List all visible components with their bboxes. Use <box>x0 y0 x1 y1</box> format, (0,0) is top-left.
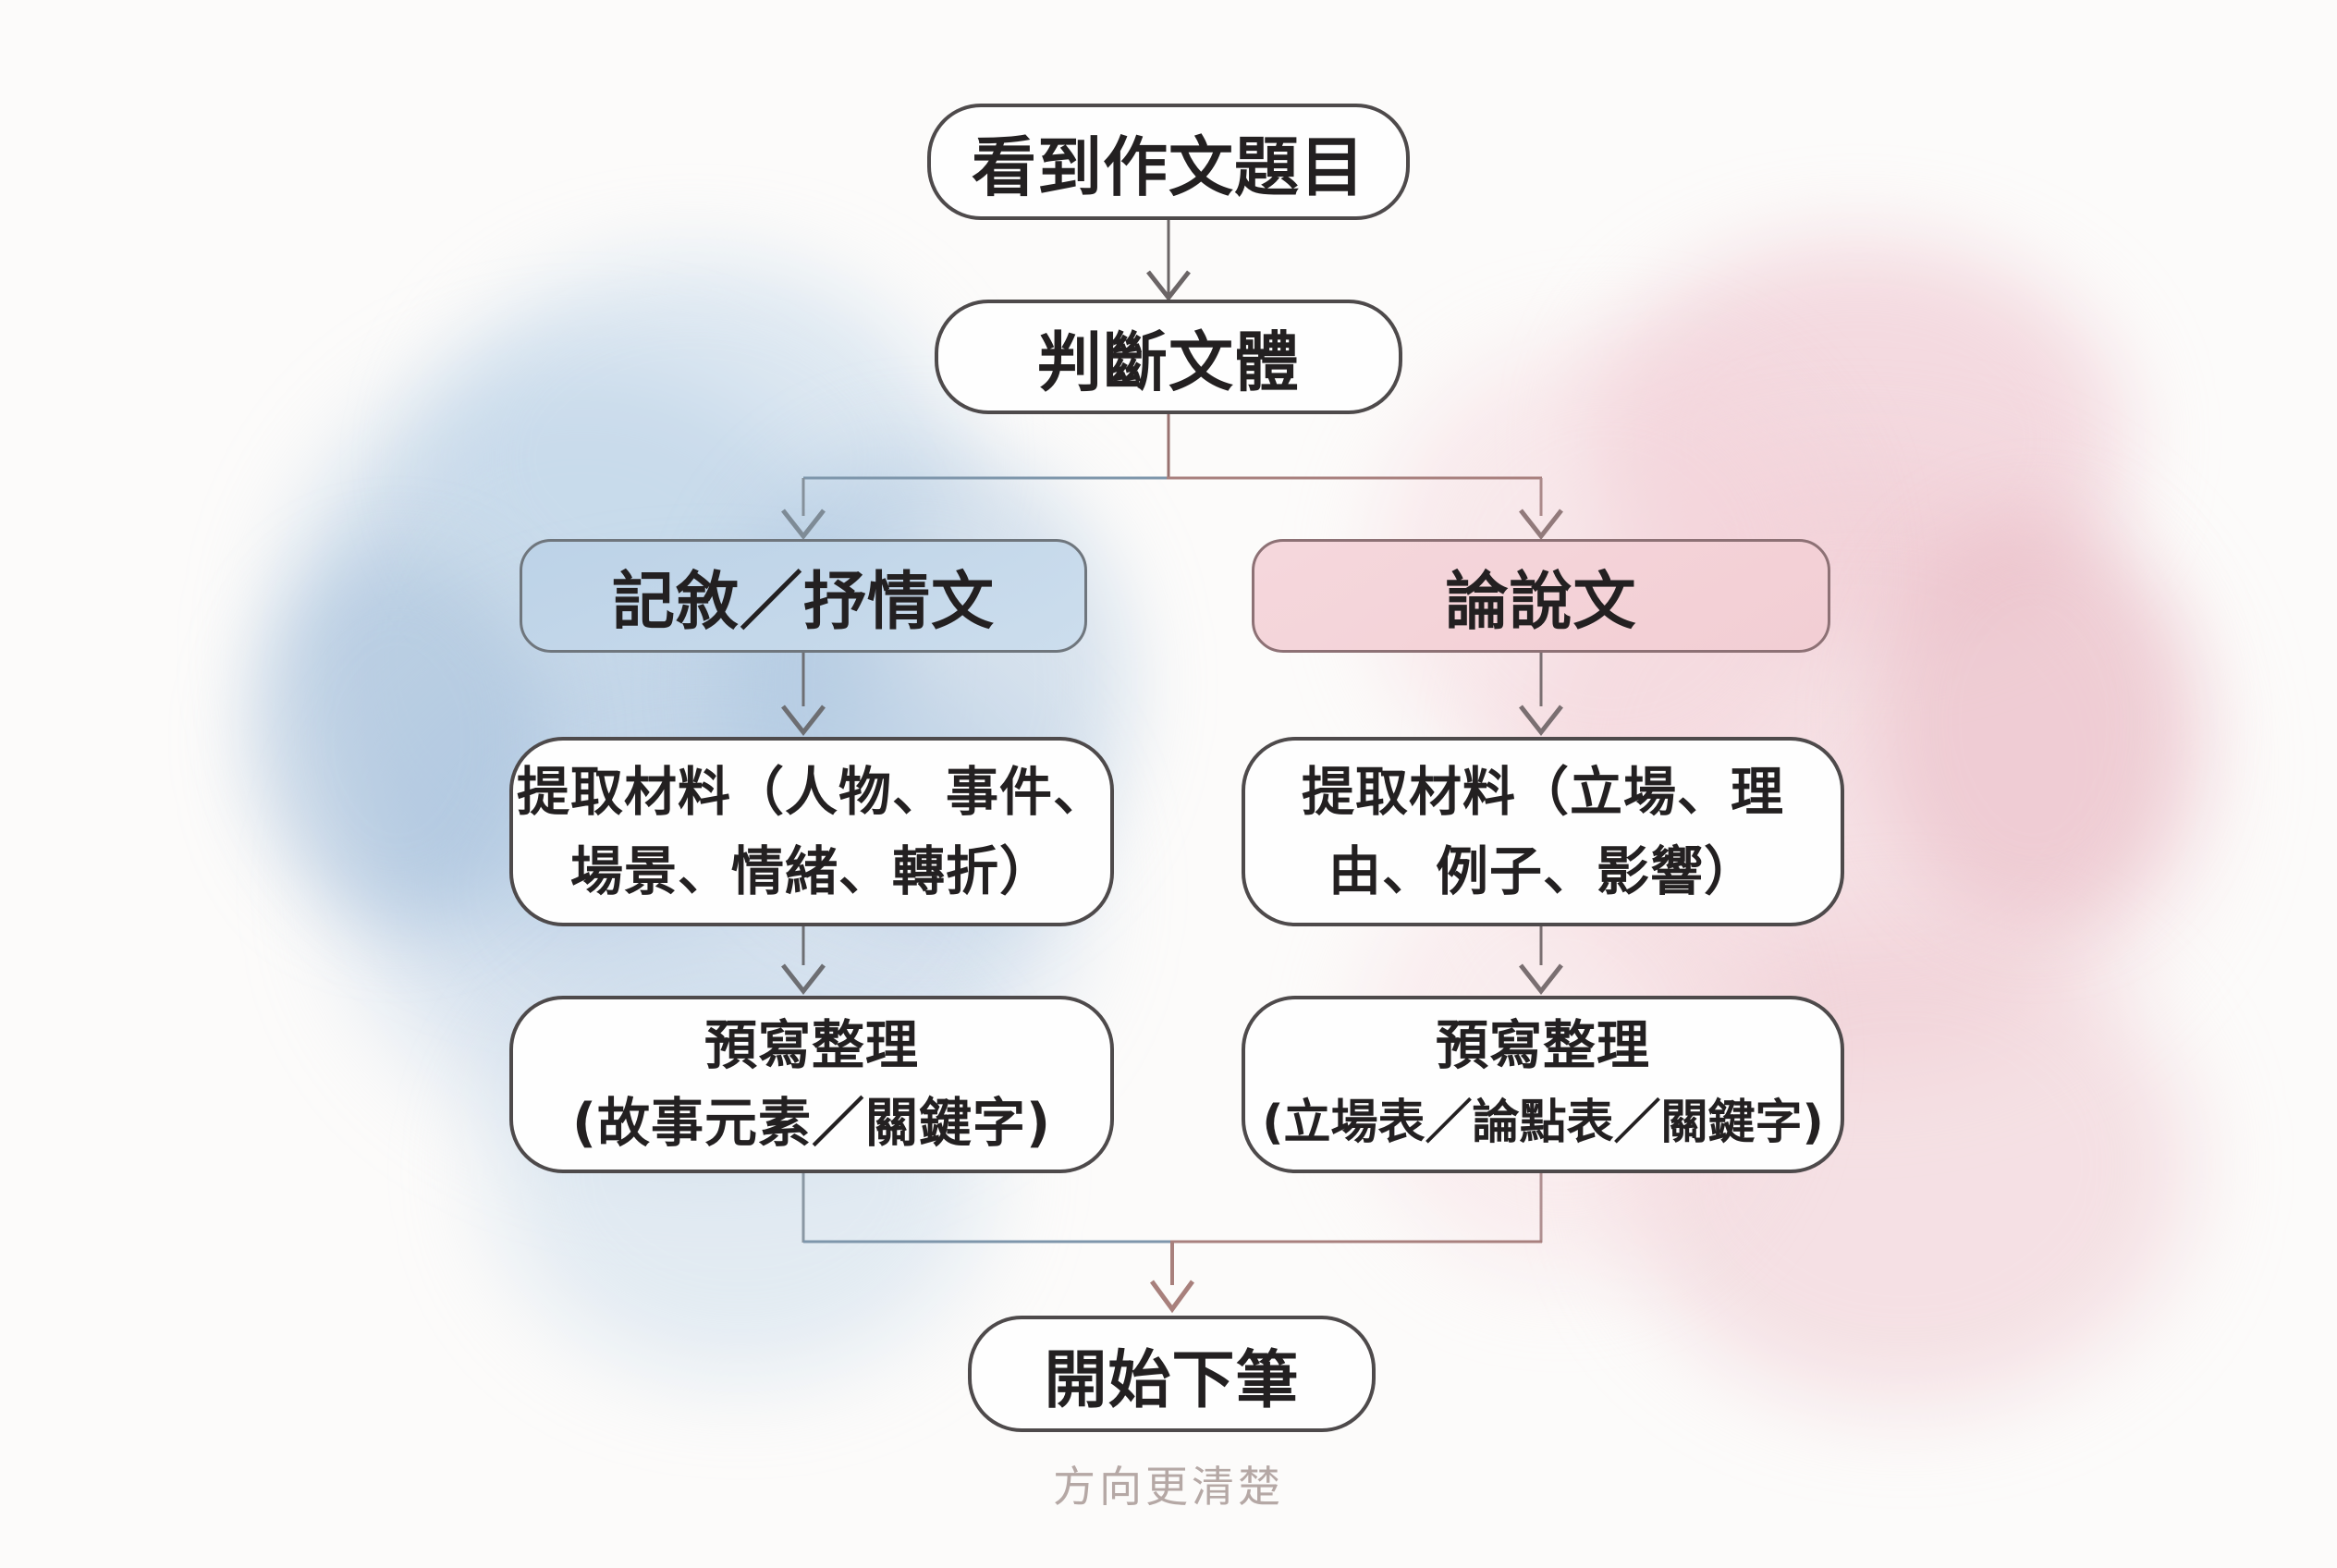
node-branch-argumentative: 論說文 <box>1252 539 1830 653</box>
node-extract-argumentative: 提取材料（立場、理 由、例子、影響） <box>1242 737 1844 926</box>
node-branch-narrative-label: 記敘／抒情文 <box>611 566 995 639</box>
node-start: 看到作文題目 <box>927 104 1410 220</box>
node-prewrite-narrative-line2: (故事元素／關鍵字) <box>571 1093 1052 1154</box>
node-extract-narrative-line1: 提取材料（人物、事件、 <box>517 761 1107 823</box>
node-extract-argumentative-line2: 由、例子、影響） <box>1328 840 1757 902</box>
node-prewrite-narrative: 預寫整理 (故事元素／關鍵字) <box>509 996 1114 1173</box>
node-start-label: 看到作文題目 <box>972 129 1365 205</box>
arrow-branch-left-to-extract <box>781 653 826 737</box>
node-prewrite-argumentative: 預寫整理 (立場表／論點表／關鍵字) <box>1242 996 1844 1173</box>
node-extract-argumentative-line1: 提取材料（立場、理 <box>1302 761 1784 823</box>
node-branch-narrative: 記敘／抒情文 <box>520 539 1087 653</box>
arrow-branch-right-to-extract <box>1519 653 1563 737</box>
node-end-label: 開始下筆 <box>1044 1343 1300 1417</box>
arrow-split-to-branch-left <box>781 478 826 541</box>
arrow-start-to-decide <box>1146 220 1191 302</box>
node-prewrite-narrative-line1: 預寫整理 <box>704 1015 919 1076</box>
arrow-merge-to-end <box>1149 1242 1195 1314</box>
node-end: 開始下筆 <box>968 1316 1376 1432</box>
node-decide: 判斷文體 <box>935 300 1402 414</box>
arrow-extract-left-to-prewrite <box>781 926 826 996</box>
node-prewrite-argumentative-line2: (立場表／論點表／關鍵字) <box>1262 1096 1824 1150</box>
footer-note: 方向更清楚 <box>1053 1462 1284 1512</box>
node-branch-argumentative-label: 論說文 <box>1445 566 1637 639</box>
node-extract-narrative-line2: 場景、情緒、轉折） <box>570 840 1053 902</box>
arrow-split-to-branch-right <box>1519 478 1563 541</box>
arrow-extract-right-to-prewrite <box>1519 926 1563 996</box>
node-prewrite-argumentative-line1: 預寫整理 <box>1436 1015 1650 1076</box>
node-decide-label: 判斷文體 <box>1037 324 1300 400</box>
node-extract-narrative: 提取材料（人物、事件、 場景、情緒、轉折） <box>509 737 1114 926</box>
